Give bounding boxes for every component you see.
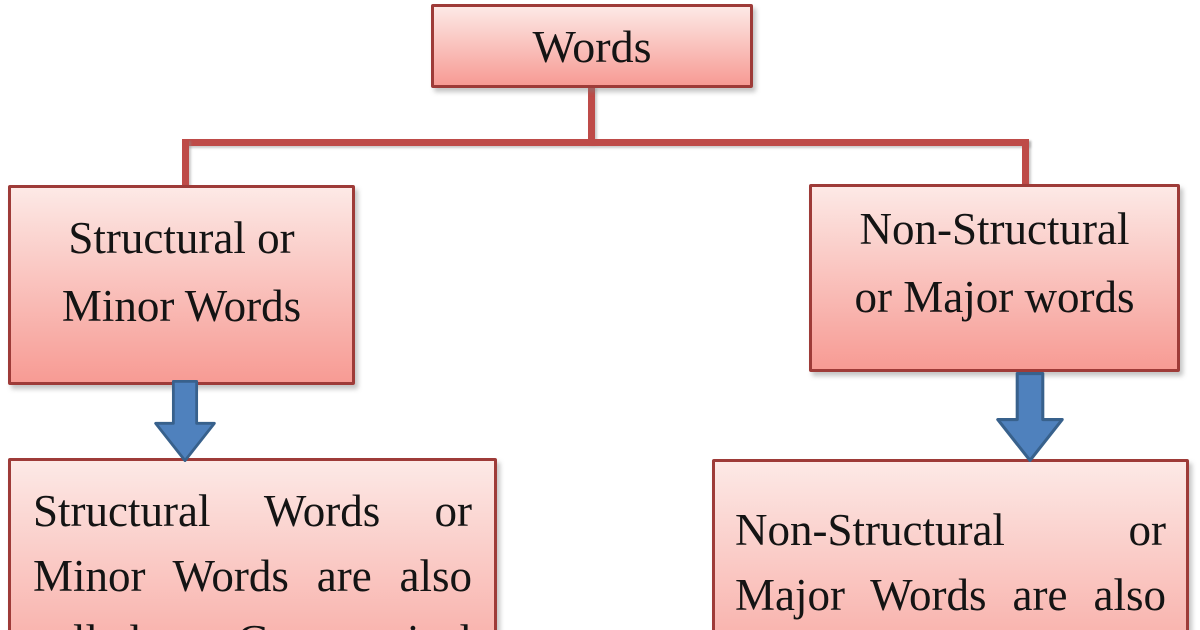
node-non-structural-definition-line-1: Non-Structural or	[735, 505, 1166, 555]
down-arrow-icon	[996, 372, 1064, 462]
node-structural-definition-line-1: Structural Words or	[33, 486, 472, 536]
node-structural-definition-line-2: Minor Words are also	[33, 551, 472, 601]
node-words-label: Words	[532, 20, 652, 72]
node-non-structural-major-words-line-2: or Major words	[854, 272, 1135, 322]
node-structural-minor-words-line-2: Minor Words	[61, 281, 302, 331]
node-structural-minor-words-line-1: Structural or	[68, 213, 295, 263]
connector-root-stem	[588, 86, 595, 143]
node-structural-definition: Structural Words or Minor Words are also…	[8, 458, 497, 630]
node-non-structural-definition-line-2: Major Words are also	[735, 570, 1166, 620]
connector-left-drop	[182, 139, 189, 188]
node-structural-minor-words: Structural or Minor Words	[8, 185, 355, 385]
node-structural-definition-line-3: called Grammatical	[33, 609, 472, 630]
connector-horizontal-bar	[185, 139, 1029, 146]
node-non-structural-definition: Non-Structural or Major Words are also	[712, 459, 1189, 630]
connector-right-drop	[1022, 139, 1029, 187]
node-non-structural-major-words-line-1: Non-Structural	[859, 204, 1130, 254]
node-words: Words	[431, 4, 753, 88]
node-non-structural-major-words: Non-Structural or Major words	[809, 184, 1180, 372]
down-arrow-icon	[152, 380, 218, 462]
